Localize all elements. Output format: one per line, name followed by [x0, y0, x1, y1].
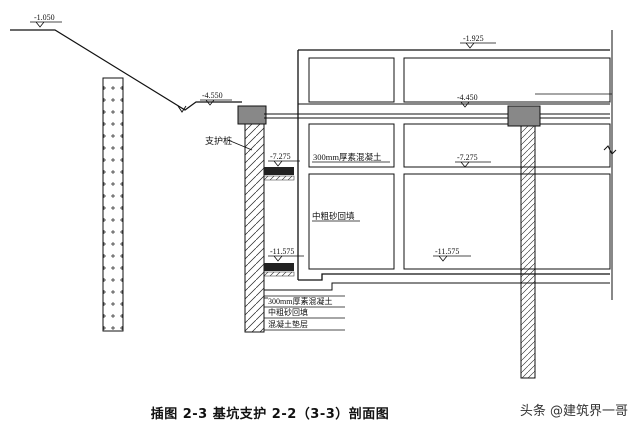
label-sand-fill: 中粗砂回填 [312, 211, 355, 221]
elevation-mid-left: -7.275 [270, 152, 291, 161]
watermark: 头条 @建筑界一哥 [519, 404, 628, 419]
ground-slope [10, 29, 242, 113]
concrete-blocks [263, 167, 295, 277]
figure-caption: 插图 2-3 基坑支护 2-2（3-3）剖面图 [150, 407, 390, 422]
label-cushion: 混凝土垫层 [268, 319, 308, 329]
elevation-bottom-right: -11.575 [435, 247, 459, 256]
soil-column [102, 77, 124, 332]
label-support-pile: 支护桩 [205, 135, 232, 146]
elevation-upper-slab: -4.450 [457, 93, 478, 102]
leader-lines [227, 139, 390, 299]
elevation-markers [30, 21, 496, 262]
elevation-slope-toe: -4.550 [202, 91, 223, 100]
elevation-bottom-left: -11.575 [270, 247, 294, 256]
elevation-roof: -1.925 [463, 34, 484, 43]
label-concrete-lower: 300mm厚素混凝土 [268, 296, 332, 306]
label-concrete-upper: 300mm厚素混凝土 [313, 152, 382, 162]
support-pile [237, 105, 267, 333]
elevation-mid-right: -7.275 [457, 153, 478, 162]
right-pile [507, 105, 541, 379]
elevation-top-left: -1.050 [34, 13, 55, 22]
label-sand-fill-lower: 中粗砂回填 [268, 307, 308, 317]
structure-frame [264, 30, 617, 331]
